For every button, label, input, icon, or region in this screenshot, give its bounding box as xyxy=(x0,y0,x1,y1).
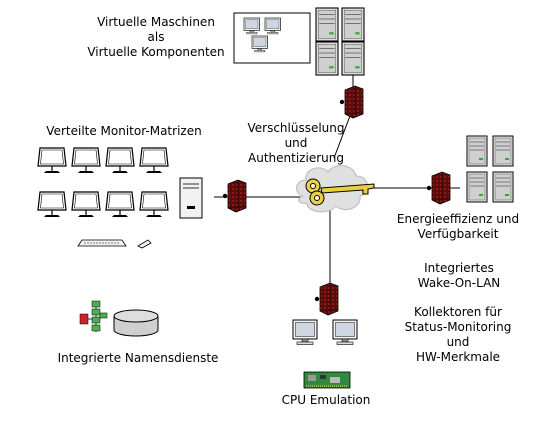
key-icon xyxy=(305,178,375,206)
crypto-label-line: Verschlüsselung xyxy=(247,121,345,135)
virtual-machines-group xyxy=(233,7,365,76)
crypto-label: Verschlüsselung und Authentizierung xyxy=(234,121,358,166)
vm-label: Virtuelle Maschinen als Virtuelle Kompon… xyxy=(74,15,238,60)
crypto-label-line: Authentizierung xyxy=(248,151,344,165)
database-icon xyxy=(113,309,159,337)
energy-servers-group xyxy=(466,135,514,203)
flat-monitor-icon xyxy=(71,191,101,218)
vm-label-line: Virtuelle Komponenten xyxy=(87,45,225,59)
server-icon xyxy=(492,135,514,167)
collectors-label-line: Status-Monitoring xyxy=(404,320,512,334)
cpu-pc-icon xyxy=(332,319,358,345)
monitors-label: Verteilte Monitor-Matrizen xyxy=(46,124,202,138)
cpu-pc-icon xyxy=(292,319,318,345)
vm-label-line: als xyxy=(147,30,165,44)
wol-label: Integriertes Wake-On-LAN xyxy=(404,261,514,291)
cpu-emulation-label: CPU Emulation xyxy=(281,393,371,407)
vm-server-icon xyxy=(341,7,365,42)
flat-monitor-icon xyxy=(105,147,135,174)
cpu-emulation-group xyxy=(292,319,358,389)
firewall-icon xyxy=(314,282,339,316)
server-icon xyxy=(492,171,514,203)
keyboard-icon xyxy=(77,239,127,247)
energy-label: Energieeffizienz und Verfügbarkeit xyxy=(384,212,532,242)
crypto-label-line: und xyxy=(284,136,308,150)
vm-server-icon xyxy=(315,7,339,42)
flat-monitor-icon xyxy=(37,147,67,174)
wol-label-line: Integriertes xyxy=(424,261,494,275)
monitor-matrix xyxy=(37,147,169,218)
firewall-icon xyxy=(426,171,451,205)
mouse-icon xyxy=(137,239,152,249)
collectors-label-line: und xyxy=(446,335,470,349)
wol-label-line: Wake-On-LAN xyxy=(417,276,501,290)
collectors-label-line: Kollektoren für xyxy=(414,305,502,319)
matrix-workstation xyxy=(179,177,203,219)
flat-monitor-icon xyxy=(37,191,67,218)
name-services-group xyxy=(79,300,159,337)
flat-monitor-icon xyxy=(139,191,169,218)
vm-label-line: Virtuelle Maschinen xyxy=(97,15,215,29)
flat-monitor-icon xyxy=(105,191,135,218)
server-icon xyxy=(466,135,488,167)
tree-icon xyxy=(79,300,108,332)
vm-server-icon xyxy=(315,41,339,76)
collectors-label-line: HW-Merkmale xyxy=(415,350,501,364)
name-services-label: Integrierte Namensdienste xyxy=(57,351,219,365)
flat-monitor-icon xyxy=(139,147,169,174)
vm-server-icon xyxy=(341,41,365,76)
energy-label-line: Verfügbarkeit xyxy=(417,227,499,241)
firewall-icon xyxy=(222,179,247,213)
firewall-icon xyxy=(339,85,364,119)
flat-monitor-icon xyxy=(71,147,101,174)
server-icon xyxy=(466,171,488,203)
circuit-board-icon xyxy=(303,371,351,389)
energy-label-line: Energieeffizienz und xyxy=(396,212,520,226)
collectors-label: Kollektoren für Status-Monitoring und HW… xyxy=(392,305,524,365)
